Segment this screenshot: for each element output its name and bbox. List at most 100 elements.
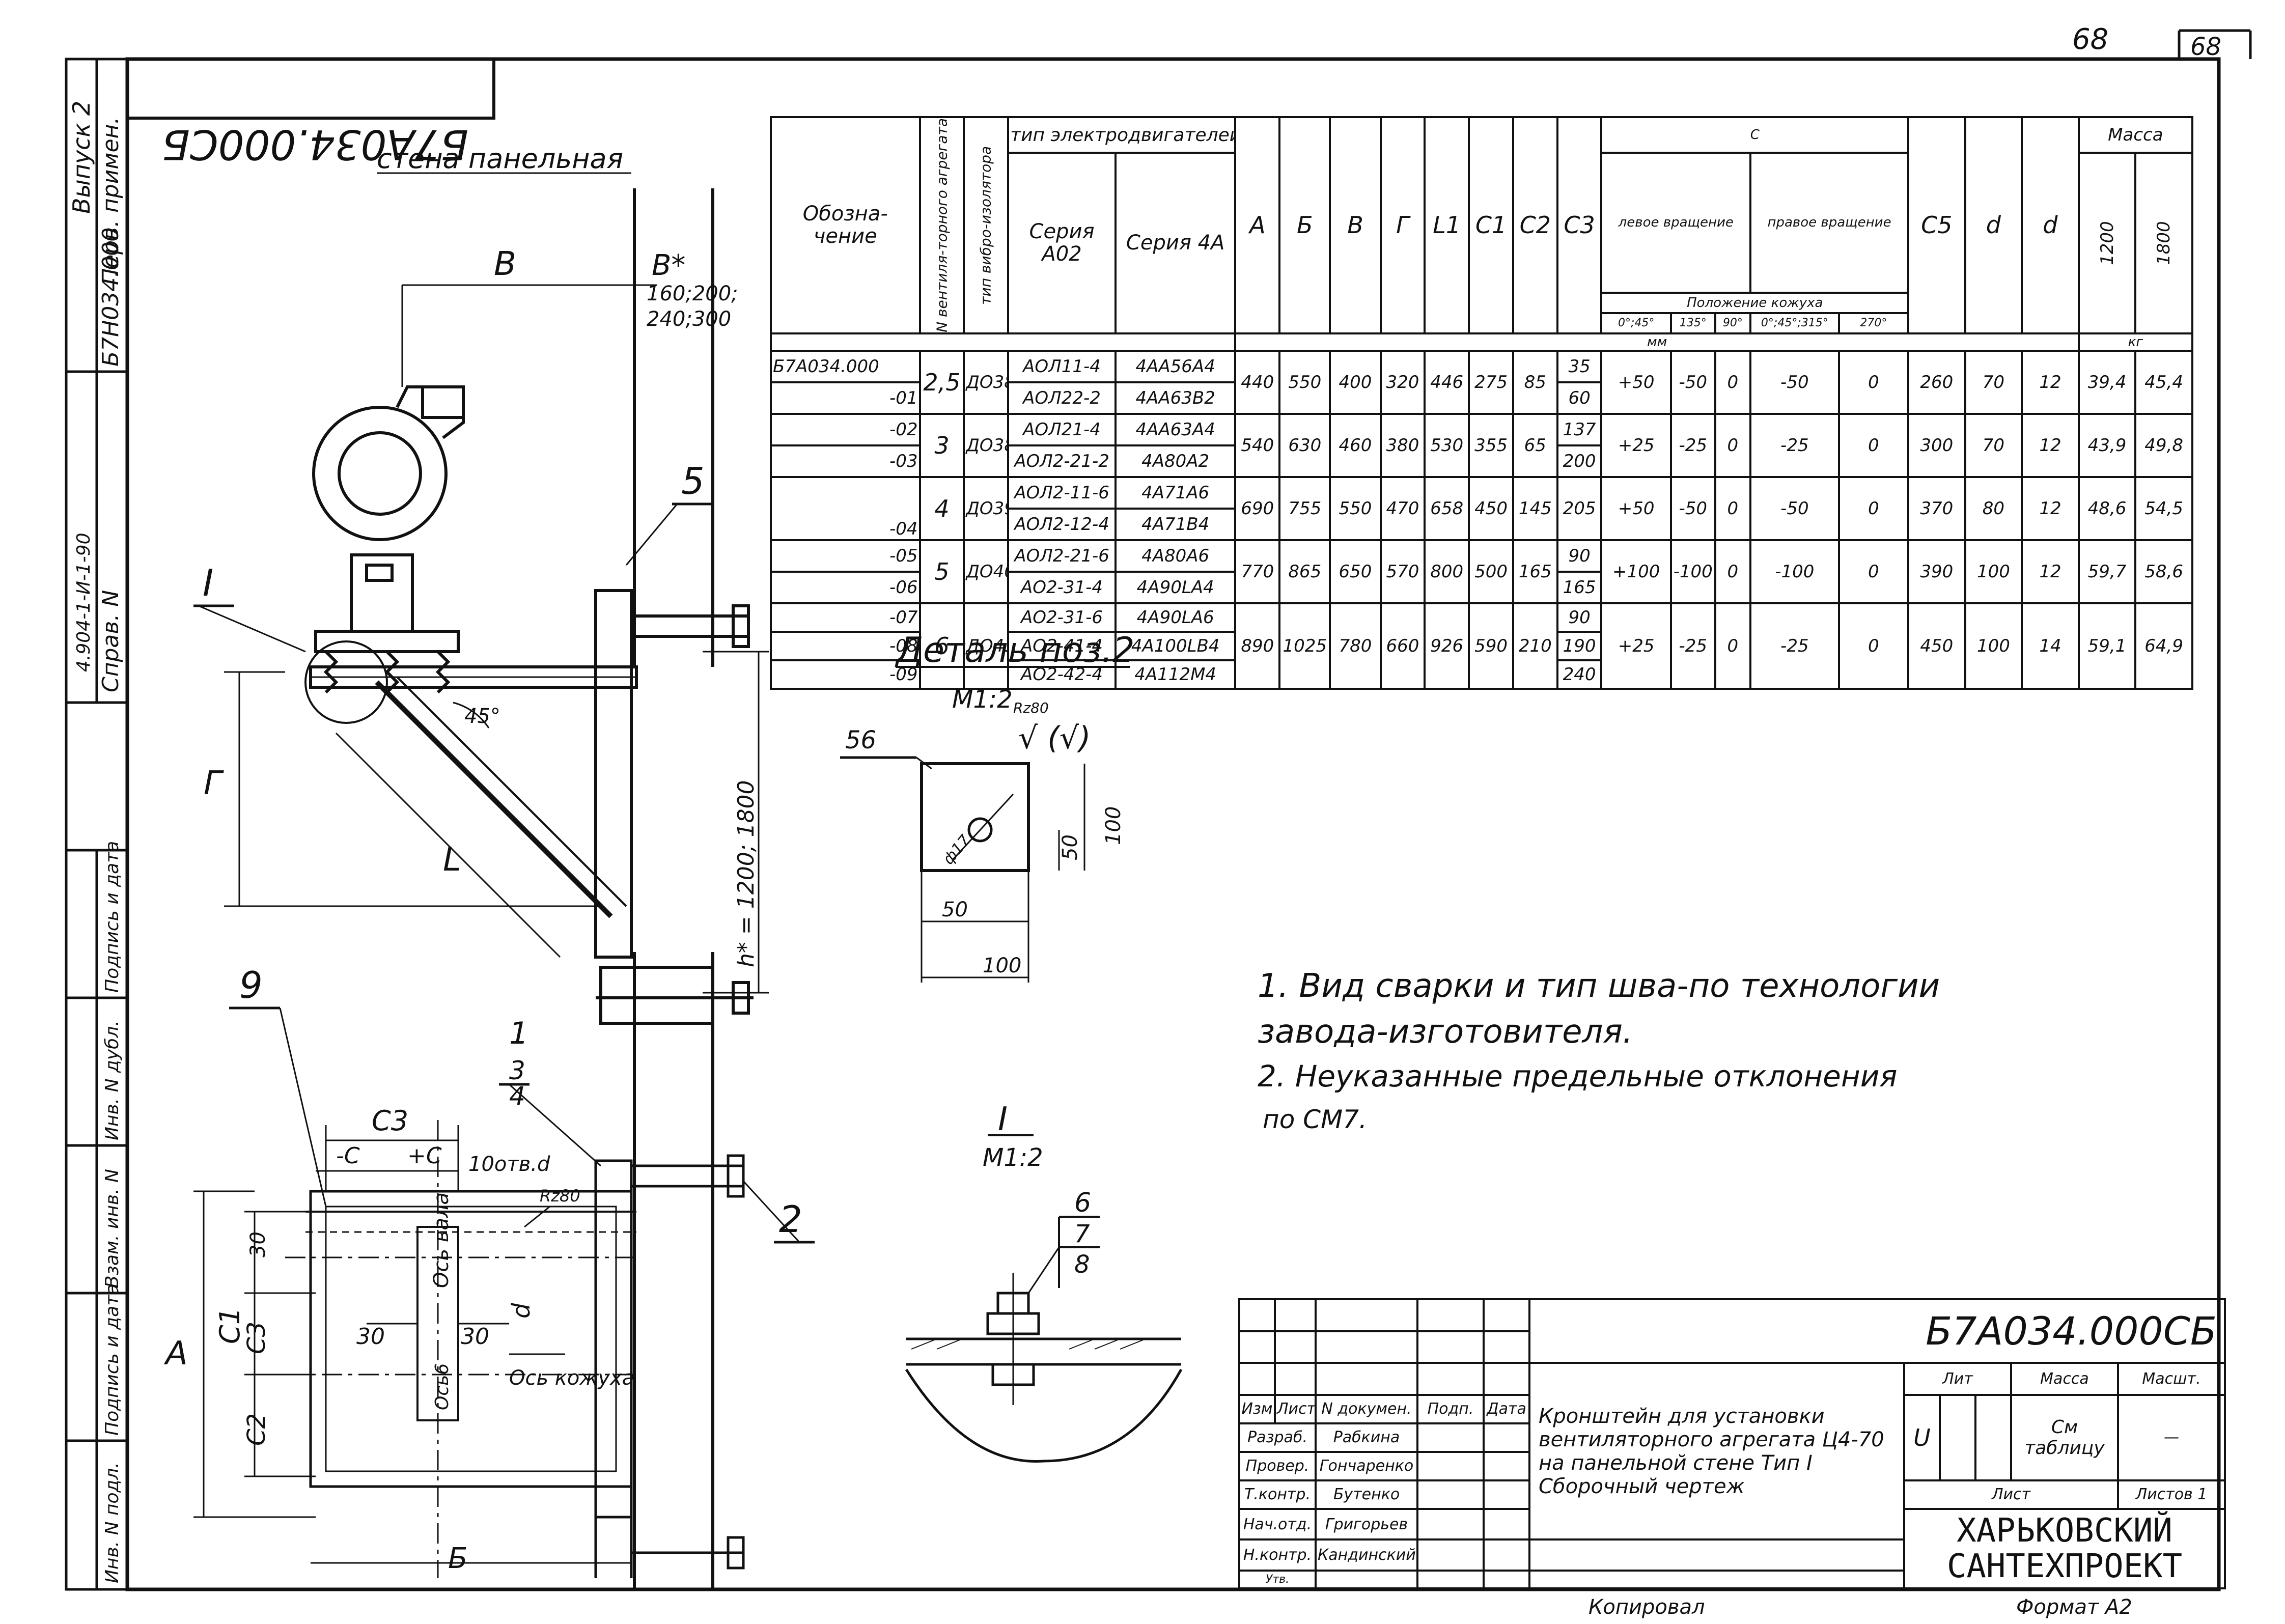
cell-V: 460 bbox=[1329, 412, 1382, 478]
dim-B-star-values-2: 240;300 bbox=[647, 307, 731, 331]
main-view-dims bbox=[193, 172, 769, 994]
cell-A: 690 bbox=[1234, 475, 1281, 541]
th-V: В bbox=[1329, 116, 1382, 334]
detail-100-h: 100 bbox=[983, 954, 1021, 977]
stamp-sign-date-2: Подпись и дата bbox=[102, 1284, 123, 1436]
first-use-value: Б7Н034.000 bbox=[98, 228, 124, 367]
cell-right-2: 0 bbox=[1837, 602, 1910, 690]
cell-m1200: 43,9 bbox=[2077, 412, 2137, 478]
d-label: d bbox=[507, 1303, 536, 1319]
issue-label: Выпуск 2 bbox=[68, 101, 95, 214]
row-4a: 4А90LА4 bbox=[1114, 570, 1237, 604]
cell-V: 550 bbox=[1329, 475, 1382, 541]
th-C2: С2 bbox=[1512, 116, 1558, 334]
row-fan: 5 bbox=[918, 539, 965, 604]
page-number-hand: 68 bbox=[2072, 23, 2108, 56]
pos-1-label: 1 bbox=[509, 1016, 528, 1051]
mirrored-code-box: Б7А034.000СБ bbox=[126, 58, 495, 168]
dim-C2: С2 bbox=[242, 1413, 271, 1446]
cell-left-1: +100 bbox=[1600, 539, 1672, 604]
note-2-cont: по СМ7. bbox=[1263, 1105, 1367, 1134]
axis-vala: Ось вала bbox=[430, 1192, 453, 1288]
tb-role: Провер. bbox=[1238, 1450, 1317, 1481]
cell-C3: 60 bbox=[1556, 381, 1603, 415]
tb-col-list: Лист bbox=[1274, 1393, 1317, 1424]
row-a02: АОЛ2-21-6 bbox=[1007, 539, 1117, 573]
dim-30-a: 30 bbox=[356, 1324, 385, 1350]
format-label: Формат А2 bbox=[2016, 1595, 2132, 1619]
detail-I-title: I bbox=[998, 1101, 1008, 1138]
axis-c6: Ось6 bbox=[432, 1363, 453, 1410]
cell-m1800: 64,9 bbox=[2134, 602, 2193, 690]
th-right-rotation: правое вращение bbox=[1749, 152, 1910, 294]
cell-G: 570 bbox=[1379, 539, 1426, 604]
cell-G: 380 bbox=[1379, 412, 1426, 478]
spec-table: Обозна-чение N вентиля-торного агрегата … bbox=[769, 116, 2194, 690]
tb-scale-val: — bbox=[2116, 1393, 2226, 1481]
cell-C1: 590 bbox=[1468, 602, 1514, 690]
cell-C3: 205 bbox=[1556, 475, 1603, 541]
tb-col-doc: N докумен. bbox=[1315, 1393, 1418, 1424]
row-4a: 4А80А6 bbox=[1114, 539, 1237, 573]
row-a02: АОЛ11-4 bbox=[1007, 349, 1117, 383]
tb-lit: Лит bbox=[1903, 1362, 2012, 1396]
tb-name: Григорьев bbox=[1315, 1507, 1418, 1541]
tb-role: Н.контр. bbox=[1238, 1538, 1317, 1572]
pos-4-label: 4 bbox=[509, 1081, 525, 1111]
detail-56: 56 bbox=[845, 726, 876, 754]
cell-d2: 12 bbox=[2021, 349, 2080, 415]
cell-left-1: +25 bbox=[1600, 412, 1672, 478]
cell-C3: 35 bbox=[1556, 349, 1603, 383]
row-4a: 4А80А2 bbox=[1114, 444, 1237, 478]
cell-C5: 450 bbox=[1907, 602, 1966, 690]
th-C: С bbox=[1600, 116, 1910, 154]
cell-A: 770 bbox=[1234, 539, 1281, 604]
row-fan: 6 bbox=[918, 602, 965, 690]
row-desig: -09 bbox=[770, 659, 921, 690]
note-2: 2. Неуказанные предельные отклонения bbox=[1258, 1059, 1898, 1094]
th-m1200: 1200 bbox=[2078, 153, 2136, 333]
detail-pos2 bbox=[840, 666, 1130, 983]
tb-sheets: Листов 1 bbox=[2116, 1479, 2226, 1510]
row-4a: 4А112М4 bbox=[1114, 659, 1237, 690]
row-fan: 2,5 bbox=[918, 349, 965, 415]
row-a02: АО2-31-6 bbox=[1007, 602, 1117, 633]
th-casing: Положение кожуха bbox=[1600, 291, 1910, 314]
cell-C5: 390 bbox=[1907, 539, 1966, 604]
row-vib: ДО41 bbox=[963, 602, 1010, 690]
row-desig: -04 bbox=[770, 475, 921, 541]
dim-A: А bbox=[163, 1335, 188, 1373]
cell-d2: 12 bbox=[2021, 412, 2080, 478]
pos-9-label: 9 bbox=[239, 964, 263, 1006]
dim-B: В bbox=[494, 245, 516, 283]
th-angle-2: 135° bbox=[1669, 312, 1716, 334]
cell-m1800: 49,8 bbox=[2134, 412, 2193, 478]
th-unit-kg: кг bbox=[2077, 332, 2194, 352]
detail-100-v: 100 bbox=[1102, 806, 1125, 845]
th-angle-5: 270° bbox=[1837, 312, 1910, 334]
row-a02: АО2-41-4 bbox=[1007, 630, 1117, 661]
copied-label: Копировал bbox=[1589, 1595, 1705, 1619]
row-vib: ДО39 bbox=[963, 475, 1010, 541]
stamp-sign-date-1: Подпись и дата bbox=[102, 841, 123, 993]
cell-left-3: 0 bbox=[1714, 412, 1752, 478]
cell-C2: 65 bbox=[1512, 412, 1558, 478]
cell-V: 650 bbox=[1329, 539, 1382, 604]
dim-B-bottom: Б bbox=[448, 1542, 467, 1575]
cell-B: 865 bbox=[1278, 539, 1331, 604]
note-1: 1. Вид сварки и тип шва-по технологии bbox=[1258, 967, 1940, 1005]
main-view bbox=[304, 188, 754, 1588]
detail-phi: ф17 bbox=[939, 832, 974, 868]
th-L1: L1 bbox=[1424, 116, 1470, 334]
cell-left-3: 0 bbox=[1714, 602, 1752, 690]
th-A: А bbox=[1234, 116, 1281, 334]
row-a02: АОЛ2-21-2 bbox=[1007, 444, 1117, 478]
main-view-labels: стена панельная В В* 160;200; 240;300 Г … bbox=[203, 143, 759, 967]
cell-V: 400 bbox=[1329, 349, 1382, 415]
cell-left-2: -25 bbox=[1669, 602, 1716, 690]
tb-name: Рабкина bbox=[1315, 1422, 1418, 1453]
cell-A: 440 bbox=[1234, 349, 1281, 415]
pos-I-label: I bbox=[203, 562, 213, 604]
dim-C3-top: С3 bbox=[372, 1105, 408, 1137]
title-block: Б7А034.000СБ Кронштейн для установки вен… bbox=[1238, 1298, 2226, 1590]
